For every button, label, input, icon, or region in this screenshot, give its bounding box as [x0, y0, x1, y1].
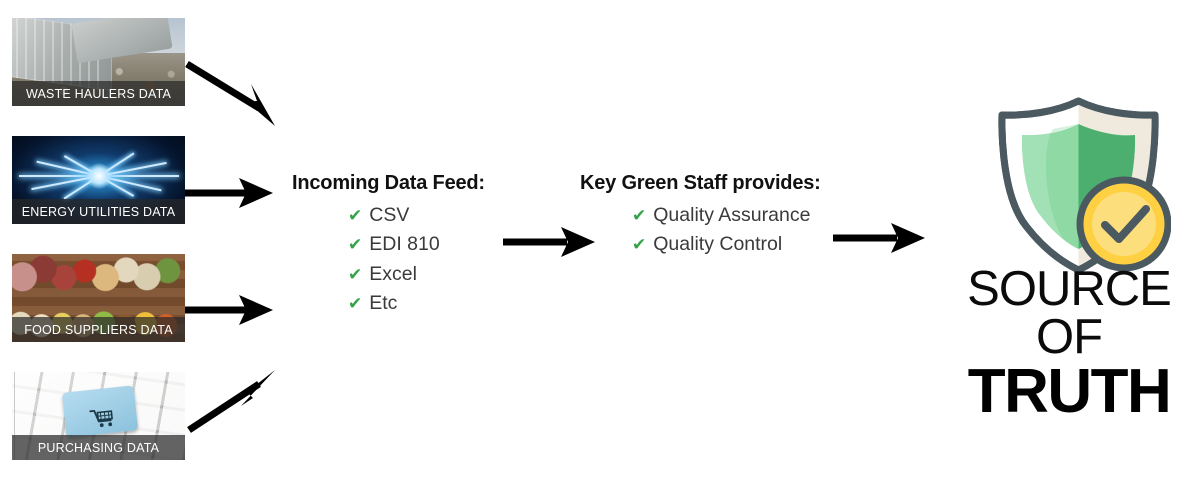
source-of-truth-text: SOURCE OF TRUTH	[948, 262, 1190, 427]
stage-item-list: ✔ CSV ✔ EDI 810 ✔ Excel ✔ Etc	[292, 201, 485, 318]
arrow-waste-to-feed	[185, 61, 275, 126]
list-item: ✔ CSV	[348, 201, 485, 230]
stage-item-list: ✔ Quality Assurance ✔ Quality Control	[580, 201, 821, 260]
waste-haulers-image	[12, 18, 185, 106]
list-item-label: CSV	[369, 204, 410, 226]
source-card-label: WASTE HAULERS DATA	[12, 81, 185, 106]
check-icon: ✔	[632, 235, 647, 255]
source-card-label: ENERGY UTILITIES DATA	[12, 199, 185, 224]
source-of-truth-line2: TRUTH	[967, 357, 1172, 427]
stage-heading: Incoming Data Feed:	[292, 172, 485, 194]
source-card-label: FOOD SUPPLIERS DATA	[12, 317, 185, 342]
arrow-staff-to-truth	[833, 223, 925, 253]
arrow-purchasing-to-feed	[187, 370, 275, 433]
list-item-label: EDI 810	[369, 233, 440, 256]
stage-key-green-staff: Key Green Staff provides: ✔ Quality Assur…	[580, 172, 821, 260]
list-item-label: Excel	[369, 262, 417, 285]
source-card-food-suppliers[interactable]: FOOD SUPPLIERS DATA	[12, 254, 185, 342]
source-card-energy-utilities[interactable]: ENERGY UTILITIES DATA	[12, 136, 185, 224]
list-item-label: Quality Control	[653, 233, 783, 256]
check-icon: ✔	[348, 206, 363, 226]
list-item-label: Etc	[369, 291, 398, 314]
source-card-label: PURCHASING DATA	[12, 435, 185, 460]
source-of-truth-block: SOURCE OF TRUTH	[948, 96, 1190, 423]
arrow-feed-to-staff	[503, 227, 595, 257]
stage-heading: Key Green Staff provides:	[580, 172, 821, 194]
list-item: ✔ Quality Control	[632, 230, 821, 259]
list-item: ✔ EDI 810	[348, 230, 485, 259]
check-icon: ✔	[632, 206, 647, 226]
list-item: ✔ Etc	[348, 289, 485, 318]
arrow-energy-to-feed	[185, 178, 273, 208]
list-item-label: Quality Assurance	[653, 204, 811, 226]
arrow-food-to-feed	[185, 295, 273, 325]
source-card-purchasing[interactable]: PURCHASING DATA	[12, 372, 185, 460]
source-of-truth-line1: SOURCE OF	[967, 262, 1172, 364]
check-icon: ✔	[348, 235, 363, 255]
check-icon: ✔	[348, 293, 363, 313]
shield-check-icon	[986, 96, 1172, 276]
source-card-waste-haulers[interactable]: WASTE HAULERS DATA	[12, 18, 185, 106]
list-item: ✔ Excel	[348, 260, 485, 289]
check-icon: ✔	[348, 264, 363, 284]
list-item: ✔ Quality Assurance	[632, 201, 821, 230]
shopping-cart-icon	[88, 409, 113, 428]
stage-incoming-data-feed: Incoming Data Feed: ✔ CSV ✔ EDI 810 ✔ Excel…	[292, 172, 485, 318]
